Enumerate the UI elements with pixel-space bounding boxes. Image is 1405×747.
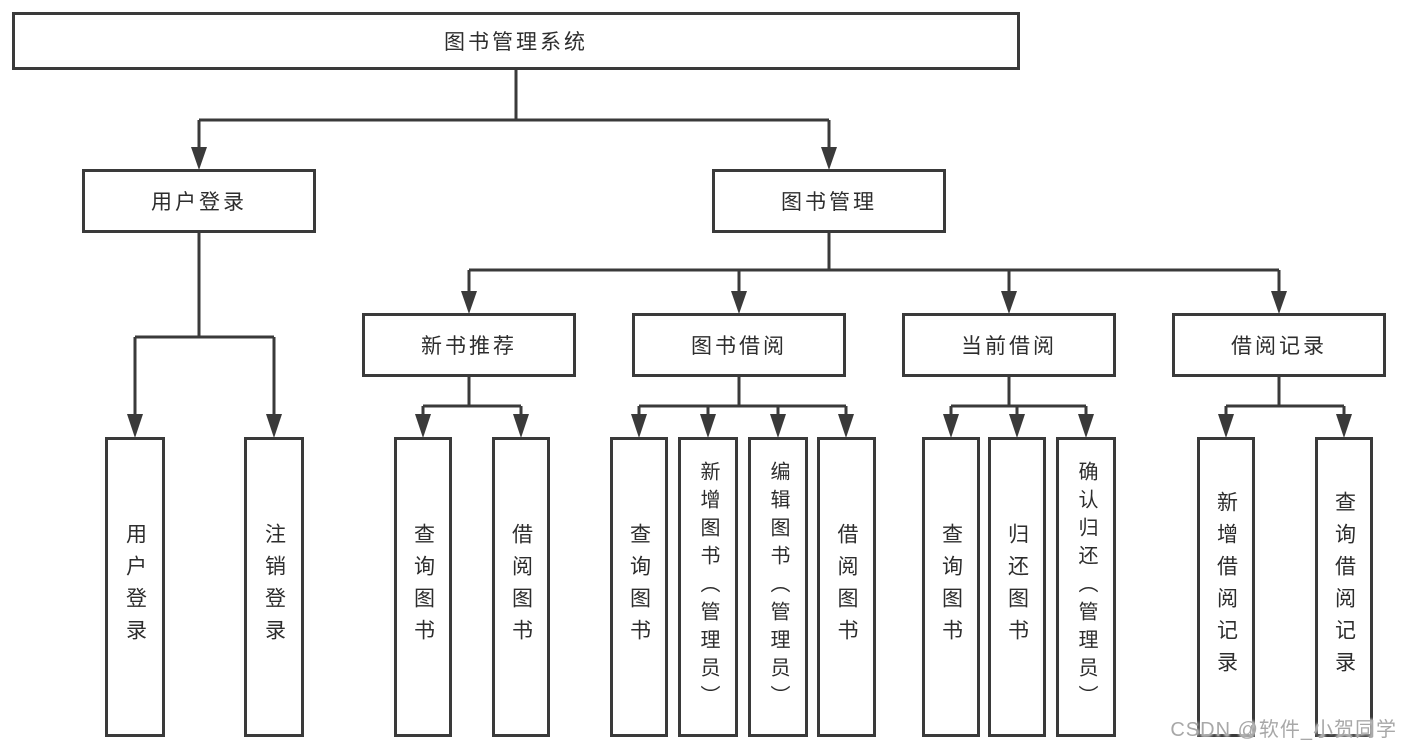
- arrow-down-icon: [838, 414, 854, 438]
- node-label: 用户登录: [151, 191, 247, 214]
- arrow-down-icon: [1001, 291, 1017, 314]
- node-label: 新书推荐: [421, 335, 517, 358]
- leaf-label: 确认归还（管理员）: [1075, 461, 1097, 713]
- arrow-down-icon: [943, 414, 959, 438]
- leaf-borrow-books: 借阅图书: [817, 437, 876, 737]
- node-user-login: 用户登录: [82, 169, 316, 233]
- node-borrowing-records: 借阅记录: [1172, 313, 1386, 377]
- arrow-down-icon: [191, 147, 207, 170]
- arrow-down-icon: [127, 414, 143, 438]
- leaf-return-books: 归还图书: [988, 437, 1046, 737]
- arrow-down-icon: [731, 291, 747, 314]
- leaf-label: 查询借阅记录: [1332, 491, 1356, 683]
- csdn-watermark: CSDN @软件_小贺同学: [1170, 719, 1397, 741]
- node-label: 借阅记录: [1231, 335, 1327, 358]
- leaf-label: 借阅图书: [835, 523, 858, 651]
- leaf-query-books: 查询图书: [922, 437, 980, 737]
- leaf-add-books-admin: 新增图书（管理员）: [678, 437, 738, 737]
- leaf-label: 新增借阅记录: [1214, 491, 1238, 683]
- arrow-down-icon: [266, 414, 282, 438]
- node-label: 图书借阅: [691, 335, 787, 358]
- arrow-down-icon: [513, 414, 529, 438]
- leaf-user-login: 用户登录: [105, 437, 165, 737]
- leaf-confirm-return-admin: 确认归还（管理员）: [1056, 437, 1116, 737]
- leaf-label: 编辑图书（管理员）: [767, 461, 789, 713]
- arrow-down-icon: [821, 147, 837, 170]
- leaf-query-books: 查询图书: [610, 437, 668, 737]
- arrow-down-icon: [770, 414, 786, 438]
- leaf-edit-books-admin: 编辑图书（管理员）: [748, 437, 808, 737]
- arrow-down-icon: [1271, 291, 1287, 314]
- node-library-management-system: 图书管理系统: [12, 12, 1020, 70]
- leaf-label: 新增图书（管理员）: [697, 461, 719, 713]
- leaf-query-books: 查询图书: [394, 437, 452, 737]
- node-book-management: 图书管理: [712, 169, 946, 233]
- arrow-down-icon: [1218, 414, 1234, 438]
- arrow-down-icon: [700, 414, 716, 438]
- leaf-borrow-books: 借阅图书: [492, 437, 550, 737]
- arrow-down-icon: [461, 291, 477, 314]
- leaf-label: 用户登录: [123, 523, 147, 651]
- node-label: 当前借阅: [961, 335, 1057, 358]
- connector-paths: [133, 70, 1346, 418]
- leaf-label: 查询图书: [627, 523, 651, 651]
- node-label: 图书管理系统: [444, 31, 588, 54]
- leaf-query-borrow-record: 查询借阅记录: [1315, 437, 1373, 737]
- arrowhead-icons: [127, 147, 1352, 438]
- arrow-down-icon: [1336, 414, 1352, 438]
- node-label: 图书管理: [781, 191, 877, 214]
- node-book-borrowing: 图书借阅: [632, 313, 846, 377]
- node-current-borrowing: 当前借阅: [902, 313, 1116, 377]
- leaf-add-borrow-record: 新增借阅记录: [1197, 437, 1255, 737]
- arrow-down-icon: [631, 414, 647, 438]
- leaf-label: 查询图书: [411, 523, 435, 651]
- arrow-down-icon: [1078, 414, 1094, 438]
- leaf-label: 注销登录: [262, 523, 286, 651]
- leaf-label: 归还图书: [1005, 523, 1029, 651]
- leaf-label: 查询图书: [939, 523, 963, 651]
- node-new-book-recommend: 新书推荐: [362, 313, 576, 377]
- arrow-down-icon: [1009, 414, 1025, 438]
- leaf-label: 借阅图书: [509, 523, 533, 651]
- leaf-logout-login: 注销登录: [244, 437, 304, 737]
- arrow-down-icon: [415, 414, 431, 438]
